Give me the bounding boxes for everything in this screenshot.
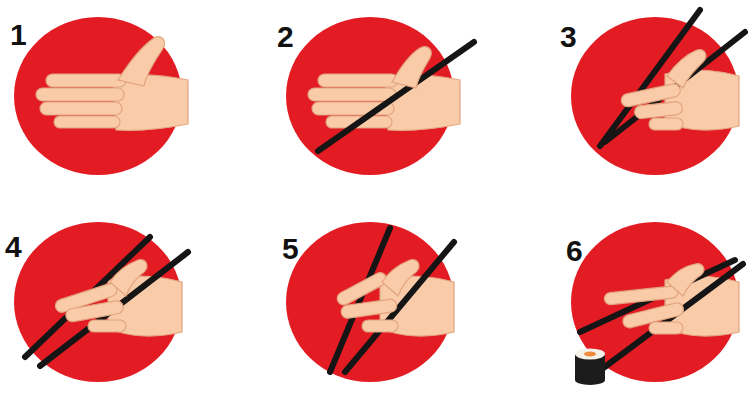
open-hand bbox=[36, 37, 188, 131]
finger bbox=[88, 320, 126, 332]
finger bbox=[649, 118, 683, 130]
callout-number: 5 bbox=[282, 234, 299, 264]
thumb bbox=[392, 47, 431, 88]
red-circle bbox=[571, 222, 739, 382]
finger bbox=[65, 300, 124, 323]
callout-number: 4 bbox=[5, 232, 22, 262]
chopstick bbox=[580, 260, 735, 332]
hand-open-chopsticks bbox=[330, 228, 454, 372]
finger bbox=[362, 320, 398, 332]
chopstick bbox=[605, 32, 745, 142]
red-circle bbox=[286, 222, 454, 382]
finger bbox=[649, 322, 683, 334]
thumb bbox=[382, 260, 419, 296]
finger bbox=[604, 286, 679, 306]
callout-number: 1 bbox=[10, 20, 27, 50]
finger bbox=[54, 116, 120, 128]
sushi-filling bbox=[584, 351, 596, 356]
hand-picking-sushi bbox=[575, 260, 743, 385]
hand-two-chopsticks bbox=[600, 10, 745, 146]
thumb bbox=[667, 264, 704, 296]
finger bbox=[308, 88, 396, 101]
chopstick bbox=[40, 252, 188, 366]
thumb bbox=[110, 260, 147, 296]
chopstick bbox=[318, 42, 474, 151]
thumb bbox=[118, 37, 164, 86]
sushi-wrap bbox=[575, 375, 605, 385]
sushi-roll bbox=[575, 349, 605, 386]
finger bbox=[634, 101, 683, 119]
sushi-rice bbox=[575, 349, 605, 360]
callout-number: 2 bbox=[277, 22, 294, 52]
callout-number: 3 bbox=[560, 22, 577, 52]
hand-one-chopstick bbox=[308, 42, 474, 151]
red-circle bbox=[571, 17, 739, 175]
hand-grip bbox=[25, 237, 188, 366]
finger bbox=[36, 88, 124, 101]
thumb bbox=[667, 50, 706, 88]
finger bbox=[46, 74, 126, 87]
finger bbox=[40, 102, 122, 115]
chopstick bbox=[598, 264, 743, 372]
red-circle bbox=[14, 222, 182, 382]
finger bbox=[340, 298, 397, 319]
callout-number: 6 bbox=[566, 236, 583, 266]
finger bbox=[318, 74, 398, 87]
